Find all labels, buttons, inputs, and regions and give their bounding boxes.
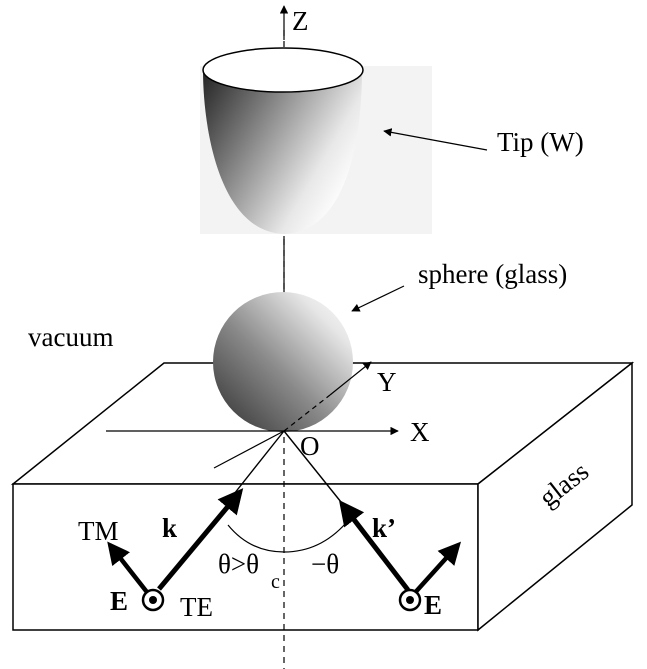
tm-arrow	[107, 541, 152, 598]
tip-shape	[203, 70, 362, 234]
k-label: k	[162, 513, 177, 543]
y-axis-label: Y	[377, 367, 397, 397]
k-prime-vector	[338, 500, 410, 592]
y-axis-dashed	[283, 394, 331, 432]
te-field-symbol-right	[398, 588, 422, 612]
x-axis-label: X	[410, 417, 430, 447]
theta-c-subscript: c	[271, 571, 280, 593]
k-prime-label: k’	[372, 513, 396, 543]
minus-theta-arc	[283, 522, 347, 553]
z-axis-label: Z	[292, 6, 309, 36]
e-right-arrow	[410, 541, 462, 598]
minus-theta-label: −θ	[311, 549, 339, 579]
theta-arc	[227, 524, 285, 553]
te-label: TE	[180, 592, 213, 622]
sphere-pointer-arrow	[351, 285, 405, 312]
y-axis	[329, 361, 372, 396]
incident-beam-upper	[213, 430, 285, 469]
e-left-label: E	[110, 586, 128, 616]
tip-pointer-arrow	[383, 128, 488, 151]
tm-label: TM	[78, 516, 119, 546]
te-field-symbol-left	[141, 588, 165, 612]
k-vector	[157, 488, 244, 591]
e-right-label: E	[424, 590, 442, 620]
tip-opening	[202, 47, 364, 93]
slab-side-face	[477, 361, 633, 632]
sphere-label: sphere (glass)	[418, 259, 567, 289]
vacuum-label: vacuum	[28, 322, 113, 352]
theta-gt-label: θ>θ	[218, 549, 259, 579]
reflected-ray	[283, 430, 346, 508]
glass-sphere	[213, 292, 353, 432]
incident-ray	[233, 430, 285, 495]
tip-label: Tip (W)	[497, 127, 584, 157]
origin-label: O	[300, 431, 320, 461]
